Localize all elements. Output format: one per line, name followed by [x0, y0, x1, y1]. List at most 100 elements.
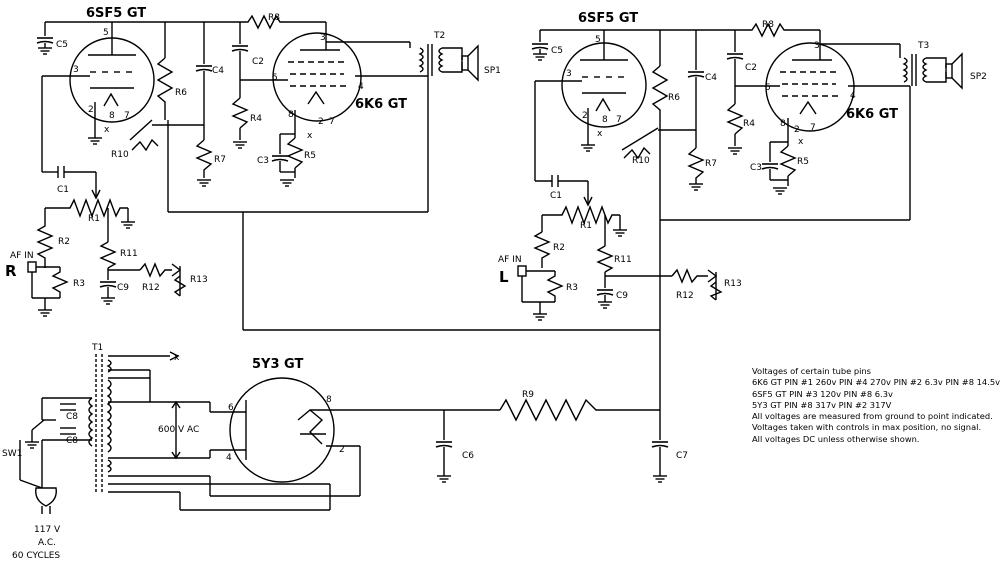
svg-text:R2: R2	[553, 243, 565, 253]
svg-text:R4: R4	[250, 114, 262, 124]
svg-text:7: 7	[616, 115, 622, 125]
svg-text:R4: R4	[743, 119, 755, 129]
c8b-label: C8	[66, 436, 78, 446]
svg-text:2: 2	[794, 125, 800, 135]
svg-text:R6: R6	[175, 88, 187, 98]
svg-text:T2: T2	[433, 31, 445, 41]
svg-text:5: 5	[272, 73, 278, 83]
svg-text:C4: C4	[705, 73, 717, 83]
left-af-in-jack	[27, 261, 37, 273]
svg-text:R13: R13	[724, 279, 742, 289]
left-channel: 6SF5 GT C5 5 3 2 8 7 x C1	[5, 6, 501, 330]
left-tube1-label: 6SF5 GT	[86, 6, 146, 21]
svg-text:x: x	[307, 131, 313, 141]
svg-text:AF IN: AF IN	[10, 251, 34, 261]
svg-text:R1: R1	[88, 214, 100, 224]
right-tube1-label: 6SF5 GT	[578, 11, 638, 26]
svg-text:R5: R5	[797, 157, 809, 167]
c8a-label: C8	[66, 412, 78, 422]
svg-text:C2: C2	[252, 57, 264, 67]
r9-label: R9	[522, 390, 534, 400]
left-c5-label: C5	[56, 40, 68, 50]
svg-text:R11: R11	[614, 255, 632, 265]
right-speaker-icon	[945, 63, 953, 79]
svg-text:R8: R8	[762, 20, 774, 30]
svg-text:x: x	[174, 353, 180, 363]
svg-text:R3: R3	[73, 279, 85, 289]
mains-freq-label: 60 CYCLES	[12, 551, 60, 561]
svg-text:C5: C5	[551, 46, 563, 56]
svg-text:2: 2	[88, 105, 94, 115]
svg-text:6: 6	[228, 403, 234, 413]
power-transformer-primary	[88, 397, 94, 447]
svg-text:3: 3	[73, 65, 79, 75]
note-line: All voltages DC unless otherwise shown.	[752, 433, 920, 444]
mains-plug-icon	[35, 487, 57, 507]
svg-text:R5: R5	[304, 151, 316, 161]
svg-text:R1: R1	[580, 221, 592, 231]
svg-text:3: 3	[566, 69, 572, 79]
svg-text:C1: C1	[550, 191, 562, 201]
rectifier-tube-envelope	[229, 377, 335, 483]
right-channel: 6SF5 GT C5 5 3 2 8 7 x C1 R1 R	[498, 11, 987, 410]
svg-text:8: 8	[288, 110, 294, 120]
power-transformer-label: T1	[91, 343, 103, 353]
svg-text:5: 5	[765, 83, 771, 93]
svg-text:C3: C3	[750, 163, 762, 173]
note-line: Voltages taken with controls in max posi…	[752, 422, 982, 433]
svg-text:C9: C9	[117, 283, 129, 293]
svg-text:x: x	[798, 137, 804, 147]
right-side-label: L	[499, 268, 509, 286]
svg-text:7: 7	[810, 123, 816, 133]
left-tube2-label: 6K6 GT	[355, 97, 407, 112]
left-tube2-envelope	[272, 32, 362, 122]
svg-text:R7: R7	[214, 155, 226, 165]
svg-text:R6: R6	[668, 93, 680, 103]
note-line: All voltages are measured from ground to…	[752, 411, 993, 422]
c7-label: C7	[676, 451, 688, 461]
svg-text:R8: R8	[268, 13, 280, 23]
svg-text:SP2: SP2	[970, 72, 987, 82]
svg-text:C9: C9	[616, 291, 628, 301]
svg-text:8: 8	[109, 111, 115, 121]
svg-text:8: 8	[602, 115, 608, 125]
svg-text:4: 4	[850, 91, 856, 101]
svg-text:T3: T3	[917, 41, 929, 51]
svg-text:R10: R10	[111, 150, 129, 160]
switch-label: SW1	[2, 449, 22, 459]
svg-text:x: x	[104, 125, 110, 135]
voltage-notes: Voltages of certain tube pins 6K6 GT PIN…	[752, 366, 1004, 445]
svg-text:C2: C2	[745, 63, 757, 73]
svg-text:8: 8	[780, 119, 786, 129]
svg-text:3: 3	[320, 33, 326, 43]
svg-text:2: 2	[582, 111, 588, 121]
note-line: 5Y3 GT PIN #8 317v PIN #2 317V	[752, 399, 892, 410]
right-tube2-envelope	[765, 42, 855, 132]
svg-text:AF IN: AF IN	[498, 255, 522, 265]
svg-text:2: 2	[339, 445, 345, 455]
svg-text:SP1: SP1	[484, 66, 501, 76]
left-speaker-icon	[461, 55, 469, 71]
rectifier-label: 5Y3 GT	[252, 357, 303, 372]
svg-text:4: 4	[226, 453, 232, 463]
svg-text:7: 7	[329, 117, 335, 127]
svg-text:R13: R13	[190, 275, 208, 285]
svg-text:8: 8	[326, 395, 332, 405]
mains-type-label: A.C.	[38, 538, 56, 548]
svg-text:R12: R12	[142, 283, 160, 293]
left-side-label: R	[5, 262, 17, 280]
svg-text:R3: R3	[566, 283, 578, 293]
note-line: Voltages of certain tube pins	[752, 366, 872, 376]
svg-text:R12: R12	[676, 291, 694, 301]
left-output-transformer	[418, 47, 424, 73]
right-output-transformer	[902, 57, 908, 83]
svg-text:C4: C4	[212, 66, 224, 76]
svg-text:C3: C3	[257, 156, 269, 166]
svg-text:5: 5	[595, 35, 601, 45]
svg-text:7: 7	[124, 111, 130, 121]
svg-text:R10: R10	[632, 156, 650, 166]
svg-text:C1: C1	[57, 185, 69, 195]
note-line: 6K6 GT PIN #1 260v PIN #4 270v PIN #2 6.…	[752, 377, 1001, 388]
svg-text:2: 2	[318, 117, 324, 127]
